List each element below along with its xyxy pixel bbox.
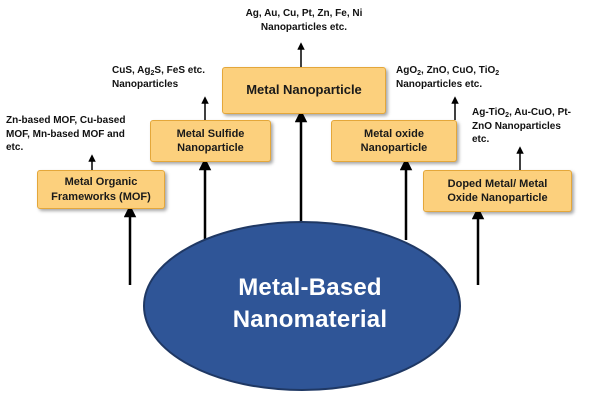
metal-oxide-label-line2: Nanoparticle — [360, 142, 428, 154]
center-title: Metal-Based Nanomaterial — [150, 272, 470, 336]
doped-label-line1: Doped Metal/ Metal — [447, 177, 548, 190]
metal-sulfide-box: Metal Sulfide Nanoparticle — [150, 120, 271, 162]
mof-examples-line1: Zn-based MOF, Cu-based — [6, 115, 126, 126]
mof-examples-line3: etc. — [6, 142, 24, 153]
metal-sulfide-label-line2: Nanoparticle — [177, 142, 244, 154]
metal-sulfide-label-line1: Metal Sulfide — [176, 127, 245, 140]
mof-box: Metal Organic Frameworks (MOF) — [37, 170, 165, 209]
mof-label-line1: Metal Organic — [64, 176, 138, 189]
metal-sulfide-examples-line1: CuS, Ag2S, FeS etc. — [112, 65, 205, 77]
metal-oxide-examples-line1: AgO2, ZnO, CuO, TiO2 — [396, 65, 500, 77]
doped-examples-line1: Ag-TiO2, Au-CuO, Pt- — [472, 107, 571, 119]
center-title-line2: Nanomaterial — [232, 306, 388, 333]
metal-oxide-examples-line2: Nanoparticles etc. — [396, 78, 483, 90]
doped-label-line2: Oxide Nanoparticle — [447, 192, 548, 204]
center-title-line1: Metal-Based — [238, 274, 382, 301]
doped-box: Doped Metal/ Metal Oxide Nanoparticle — [423, 170, 572, 212]
metal-oxide-box: Metal oxide Nanoparticle — [331, 120, 457, 162]
mof-label-line2: Frameworks (MOF) — [51, 190, 151, 203]
doped-examples-line2: ZnO Nanoparticles — [472, 120, 561, 132]
metal-nanoparticle-box: Metal Nanoparticle — [222, 67, 386, 114]
doped-examples: Ag-TiO2, Au-CuO, Pt- ZnO Nanoparticles e… — [472, 106, 571, 147]
metal-nanoparticle-examples: Ag, Au, Cu, Pt, Zn, Fe, Ni Nanoparticles… — [221, 7, 387, 34]
metal-sulfide-examples-line2: Nanoparticles — [112, 78, 179, 90]
metal-oxide-label-line1: Metal oxide — [364, 127, 424, 140]
doped-examples-line3: etc. — [472, 134, 490, 145]
metal-nanoparticle-label: Metal Nanoparticle — [246, 82, 362, 98]
center-ellipse — [143, 221, 461, 391]
metal-oxide-examples: AgO2, ZnO, CuO, TiO2 Nanoparticles etc. — [396, 64, 499, 91]
metal-nanoparticle-examples-line2: Nanoparticles etc. — [260, 21, 348, 33]
metal-nanoparticle-examples-line1: Ag, Au, Cu, Pt, Zn, Fe, Ni — [245, 8, 363, 19]
metal-sulfide-examples: CuS, Ag2S, FeS etc. Nanoparticles — [112, 64, 205, 91]
mof-examples: Zn-based MOF, Cu-based MOF, Mn-based MOF… — [6, 114, 125, 155]
mof-examples-line2: MOF, Mn-based MOF and — [6, 128, 125, 140]
